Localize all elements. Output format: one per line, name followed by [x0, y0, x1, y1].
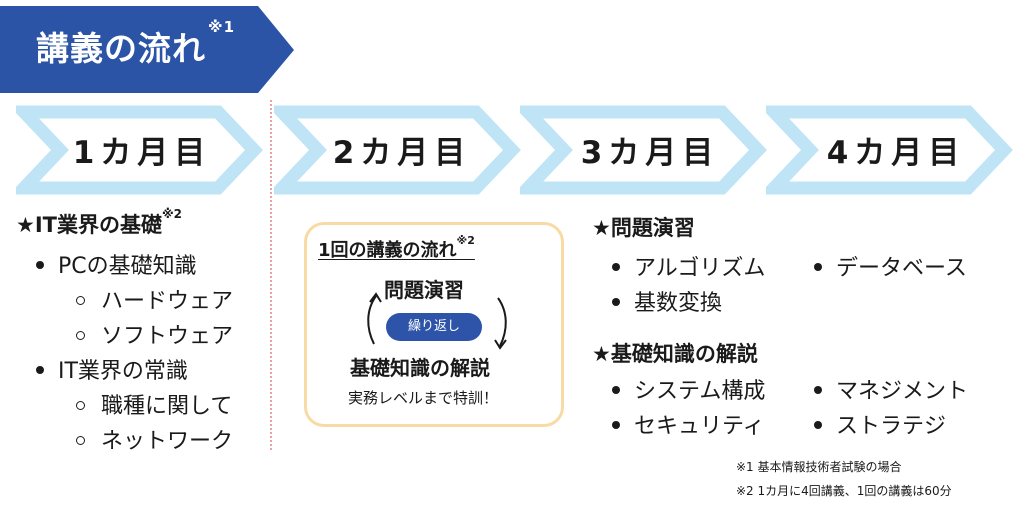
divider-line — [270, 100, 272, 450]
month34-heading-explanation: ★基礎知識の解説 — [592, 342, 758, 366]
month-3-chevron — [520, 105, 767, 195]
footnote-1: ※1 基本情報技術者試験の場合 — [736, 460, 902, 474]
list-subitem-label: ハードウェア — [101, 289, 234, 314]
circle-bullet-icon — [76, 400, 85, 410]
circle-bullet-icon — [76, 435, 85, 445]
list-item-label: マネジメント — [836, 379, 969, 404]
list-item-label: ストラテジ — [836, 414, 947, 439]
footnote-2: ※2 1カ月に4回講義、1回の講義は60分 — [736, 484, 952, 498]
list-item-label: システム構成 — [634, 379, 766, 404]
lecture-flow-title-mark: ※2 — [456, 234, 475, 247]
list-item: マネジメント — [814, 373, 968, 405]
page-title-text: 講義の流れ — [36, 29, 206, 68]
list-subitem-label: 職種に関して — [101, 394, 233, 419]
month-4-chevron — [766, 105, 1013, 195]
month-1-label: 1カ月目 — [72, 135, 212, 171]
bullet-icon — [814, 386, 822, 394]
list-item: データベース — [814, 250, 967, 282]
lecture-flow-title-text: 1回の講義の流れ — [318, 240, 457, 261]
bullet-icon — [612, 298, 620, 306]
list-item: IT業界の常識 — [36, 353, 188, 385]
list-item-label: アルゴリズム — [634, 256, 766, 281]
page-title: 講義の流れ※1 — [36, 18, 235, 70]
repeat-badge: 繰り返し — [386, 313, 482, 341]
list-subitem: ハードウェア — [76, 283, 233, 315]
bullet-icon — [36, 261, 44, 269]
bullet-icon — [612, 386, 620, 394]
month1-heading-text: ★IT業界の基礎 — [16, 213, 162, 237]
bullet-icon — [814, 263, 822, 271]
list-subitem: 職種に関して — [76, 388, 232, 420]
month-2-label: 2カ月目 — [332, 135, 472, 171]
list-item: アルゴリズム — [612, 250, 765, 282]
circle-bullet-icon — [76, 330, 85, 340]
bullet-icon — [36, 366, 44, 374]
page-title-note-mark: ※1 — [208, 18, 236, 36]
list-item-label: データベース — [836, 256, 967, 281]
list-item: セキュリティ — [612, 408, 765, 440]
month-3-label: 3カ月目 — [580, 135, 720, 171]
list-item-label: IT業界の常識 — [58, 359, 188, 384]
list-item-label: 基数変換 — [634, 291, 723, 316]
month-4-label: 4カ月目 — [826, 135, 966, 171]
circle-bullet-icon — [76, 295, 85, 305]
list-item-label: PCの基礎知識 — [58, 254, 197, 279]
list-item: システム構成 — [612, 373, 765, 405]
list-item: 基数変換 — [612, 285, 722, 317]
list-item-label: セキュリティ — [634, 414, 765, 439]
month1-heading-mark: ※2 — [161, 207, 182, 221]
flow-step-practice: 問題演習 — [384, 278, 464, 302]
list-subitem-label: ネットワーク — [101, 429, 234, 454]
list-subitem-label: ソフトウェア — [101, 324, 234, 349]
list-item: ストラテジ — [814, 408, 946, 440]
month-1-chevron — [16, 105, 263, 195]
flow-step-explanation: 基礎知識の解説 — [350, 356, 490, 380]
lecture-flow-title: 1回の講義の流れ※2 — [318, 234, 475, 262]
bullet-icon — [612, 421, 620, 429]
list-item: PCの基礎知識 — [36, 248, 197, 280]
month34-heading-practice: ★問題演習 — [592, 216, 695, 240]
cycle-arrows-icon — [367, 292, 507, 350]
month1-heading: ★IT業界の基礎※2 — [16, 207, 182, 239]
bullet-icon — [612, 263, 620, 271]
bullet-icon — [814, 421, 822, 429]
title-banner — [0, 6, 294, 93]
list-subitem: ネットワーク — [76, 423, 233, 455]
flow-note: 実務レベルまで特訓！ — [348, 389, 499, 407]
month-2-chevron — [274, 105, 521, 195]
list-subitem: ソフトウェア — [76, 318, 233, 350]
